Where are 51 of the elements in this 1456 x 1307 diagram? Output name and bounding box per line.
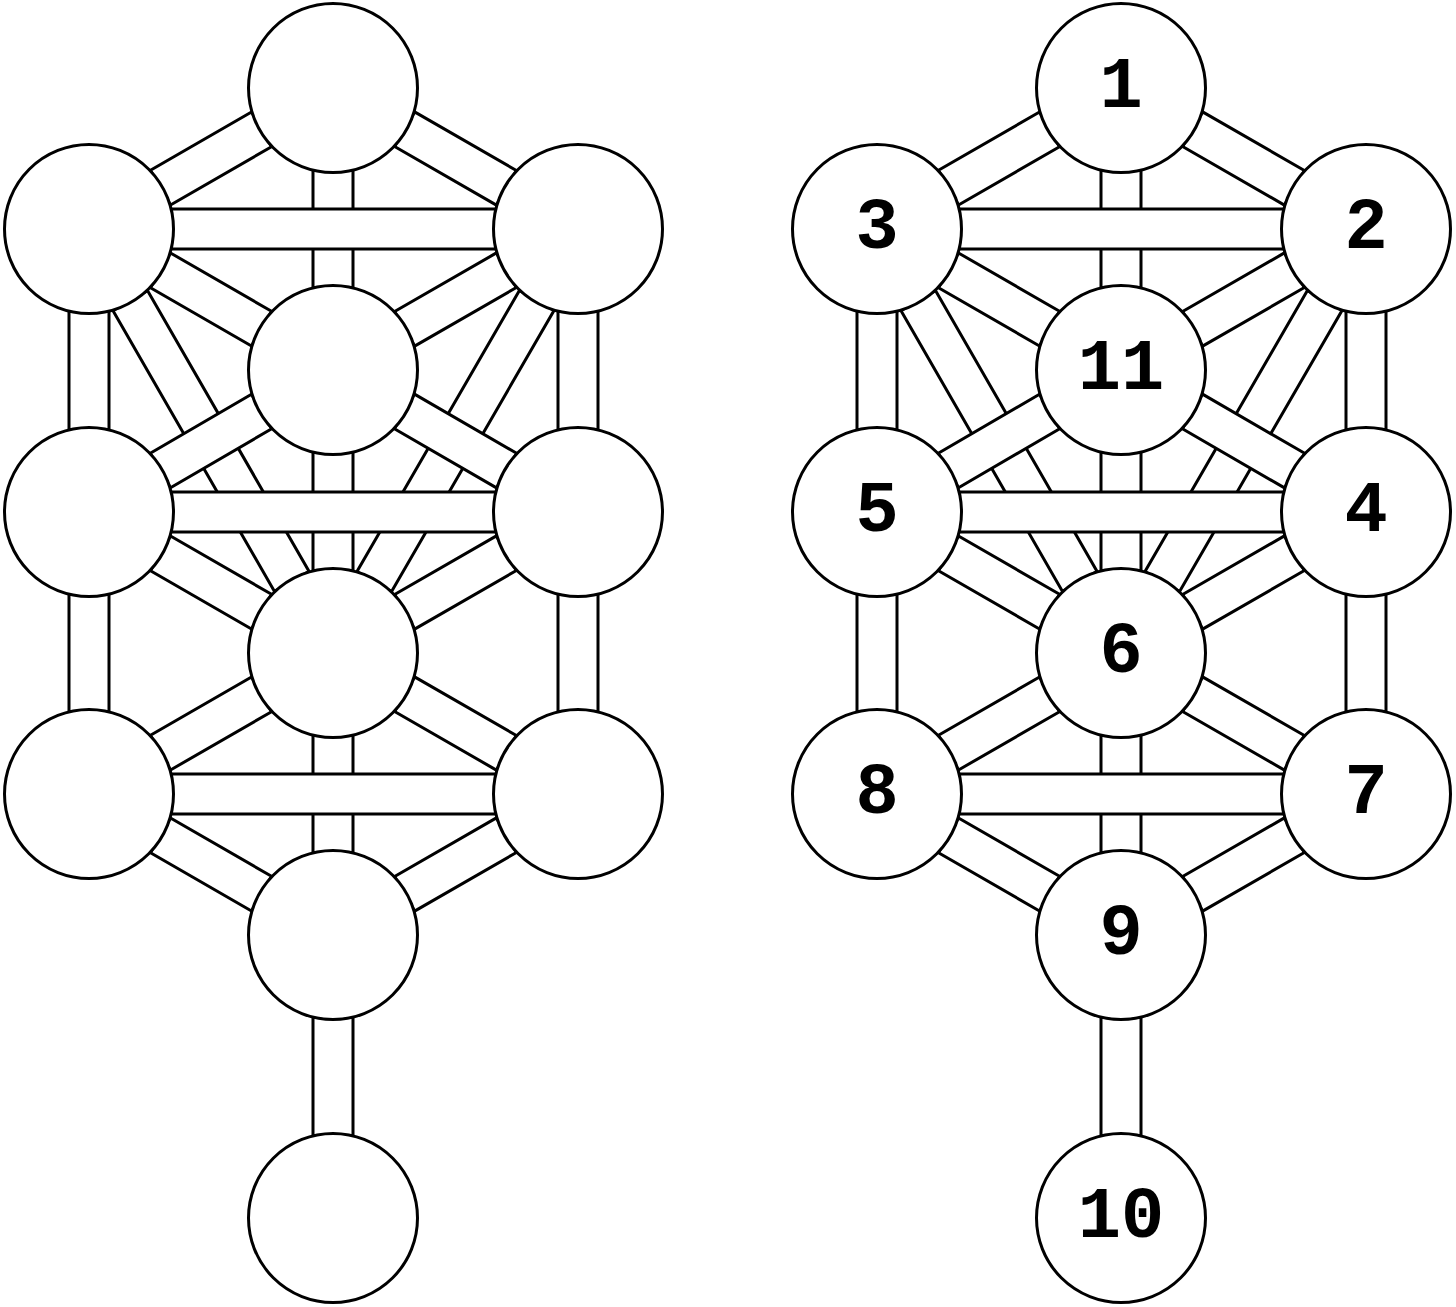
node-number: 11 xyxy=(1077,334,1165,406)
channel-connector xyxy=(148,250,274,349)
channel-connector xyxy=(392,533,519,632)
node-number: 8 xyxy=(855,758,899,830)
node-number: 7 xyxy=(1344,758,1388,830)
channel-connector xyxy=(1180,533,1307,632)
channel-connector xyxy=(936,392,1062,490)
channel-connector xyxy=(855,310,899,431)
channel-connector xyxy=(1180,392,1307,490)
channel-connector xyxy=(958,772,1285,816)
channel-connector xyxy=(392,250,519,349)
channel-connector xyxy=(936,674,1062,773)
channel-connector xyxy=(148,533,274,632)
channel-connector xyxy=(1180,815,1307,914)
channel-connector xyxy=(67,310,111,431)
channel-connector xyxy=(1344,593,1388,713)
node-number: 3 xyxy=(855,193,899,265)
channel-connector xyxy=(1180,250,1307,349)
channel-connector xyxy=(170,207,497,251)
channel-connector xyxy=(958,490,1285,534)
node-number: 10 xyxy=(1077,1182,1165,1254)
channel-connector xyxy=(148,815,274,914)
node-number: 6 xyxy=(1099,617,1143,689)
node-number: 1 xyxy=(1099,52,1143,124)
channel-connector xyxy=(148,674,274,773)
channel-connector xyxy=(556,310,600,431)
channel-connector xyxy=(392,109,519,208)
channel-connector xyxy=(855,593,899,713)
channel-connector xyxy=(148,392,274,490)
channel-connector xyxy=(1180,109,1307,208)
node-number: 5 xyxy=(855,476,899,548)
node-number: 4 xyxy=(1344,476,1388,548)
channel-connector xyxy=(556,593,600,713)
channel-connector xyxy=(170,490,497,534)
channel-connector xyxy=(1344,310,1388,431)
channel-connector xyxy=(958,207,1285,251)
channel-connector xyxy=(148,109,274,208)
node-number: 2 xyxy=(1344,193,1388,265)
channel-connector xyxy=(170,772,497,816)
channel-connector xyxy=(1099,1016,1143,1137)
node-number: 9 xyxy=(1099,899,1143,971)
channel-connector xyxy=(936,815,1062,914)
channel-connector xyxy=(67,593,111,713)
channel-connector xyxy=(936,109,1062,208)
channel-connector xyxy=(936,250,1062,349)
channel-connector xyxy=(1180,674,1307,773)
channel-connector xyxy=(392,674,519,773)
channel-connector xyxy=(936,533,1062,632)
channel-connector xyxy=(392,392,519,490)
channel-connector xyxy=(311,1016,355,1137)
channel-connector xyxy=(392,815,519,914)
